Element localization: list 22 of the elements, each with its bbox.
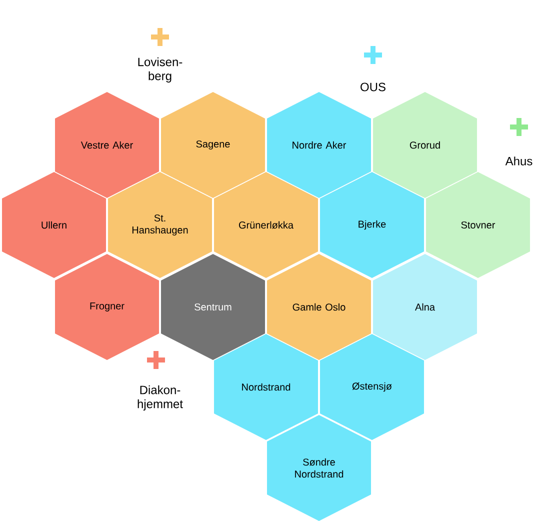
hexagon-cell: Nordstrand bbox=[214, 334, 318, 440]
hexagon-cell: Søndre Nordstrand bbox=[267, 414, 371, 521]
hexagon-cell: Grünerløkka bbox=[214, 172, 318, 278]
hexagon-cell: Ullern bbox=[2, 172, 106, 278]
hexagon-cell: Bjerke bbox=[320, 172, 424, 278]
hospital-label: Ahus bbox=[505, 156, 532, 166]
hexagon-cell: Nordre Aker bbox=[267, 92, 371, 198]
hexagon-cell: Grorud bbox=[373, 92, 477, 198]
hexagon-cell: Gamle Oslo bbox=[267, 254, 371, 360]
hospital-label: Lovisen- berg bbox=[138, 57, 182, 83]
hexagon-cell: Sagene bbox=[161, 92, 265, 198]
hexagon-cell: St. Hanshaugen bbox=[108, 172, 212, 278]
node-label: Søndre Nordstrand bbox=[295, 458, 344, 478]
hospital-label: OUS bbox=[360, 82, 386, 92]
hexagon-cell: Alna bbox=[373, 254, 477, 360]
hexagon-cell: Vestre Aker bbox=[55, 92, 159, 198]
hospital-label: Diakon- hjemmet bbox=[138, 385, 183, 411]
hexagon-cell: Stovner bbox=[426, 172, 530, 278]
node-label: Sagene bbox=[196, 140, 230, 150]
hexagon-cell: Sentrum bbox=[161, 254, 265, 360]
hexagon-cell: Østensjø bbox=[320, 334, 424, 440]
hexagon-cell: Frogner bbox=[55, 254, 159, 360]
